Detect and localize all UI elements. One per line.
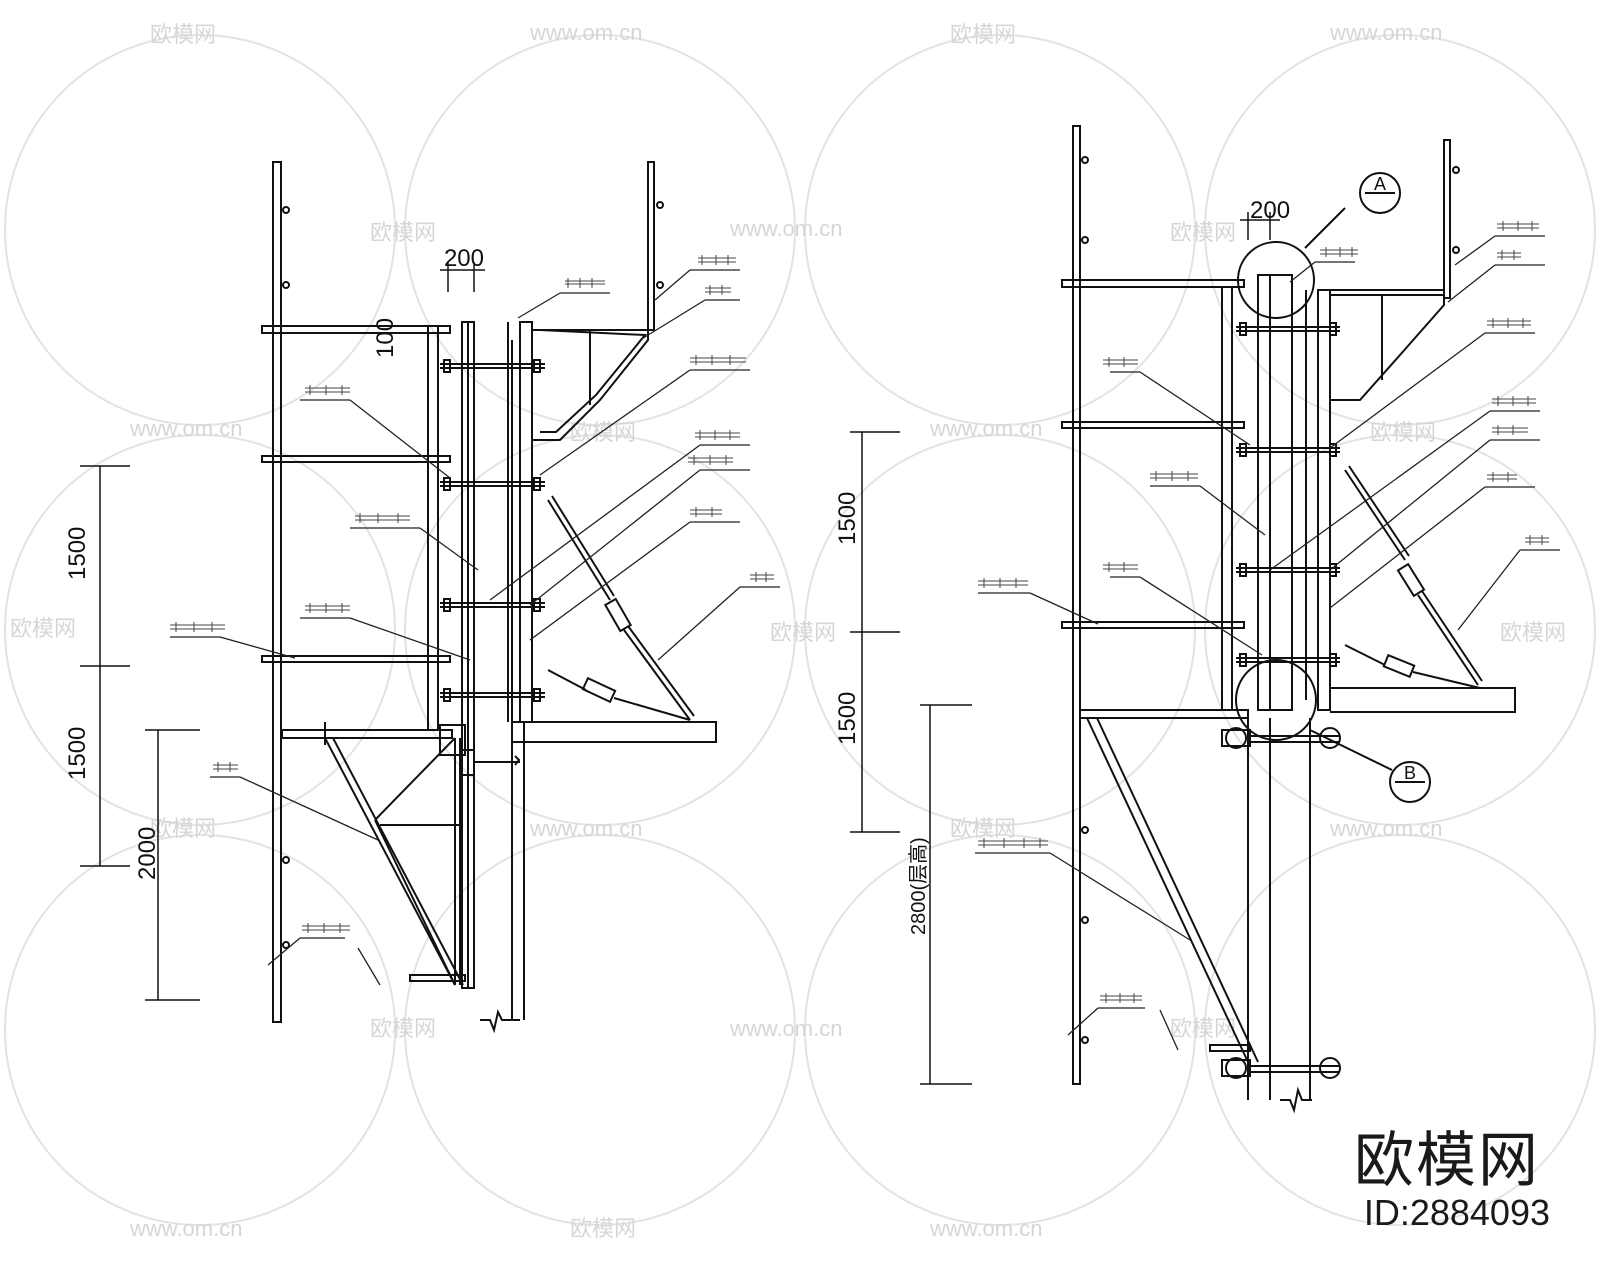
wm-logo-text: 欧模网 <box>570 420 636 445</box>
left-formwork <box>519 321 533 723</box>
dim-200-left: 200 <box>444 245 484 272</box>
wm-logo-text: 欧模网 <box>1170 1016 1236 1041</box>
wm-site-text: www.om.cn <box>529 816 642 841</box>
wm-logo-text: 欧模网 <box>1500 620 1566 645</box>
dim-2000-left: 2000 <box>134 827 161 880</box>
wm-logo-text: 欧模网 <box>150 22 216 47</box>
wm-site-text: www.om.cn <box>1329 20 1442 45</box>
left-dimension-labels: 200 100 1500 1500 2000 <box>64 245 484 880</box>
dim-1500-left-upper: 1500 <box>64 527 91 580</box>
right-formwork <box>1317 289 1331 711</box>
left-leader-text-marks <box>170 255 774 933</box>
callout-b-label: B <box>1404 763 1416 783</box>
wm-site-text: www.om.cn <box>729 1016 842 1041</box>
right-climbing-rail <box>1257 274 1271 711</box>
right-inner-post <box>1443 139 1451 299</box>
wm-logo-text: 欧模网 <box>570 1216 636 1241</box>
left-dimensions <box>80 262 485 1001</box>
left-truss <box>324 722 520 986</box>
wm-site-text: www.om.cn <box>929 1216 1042 1241</box>
dim-2800-right: 2800(层高) <box>907 837 930 935</box>
detail-circle-b <box>1235 659 1317 741</box>
dim-100-left: 100 <box>372 318 399 358</box>
detail-callout-labels: A B <box>1374 174 1416 783</box>
right-dimensions <box>850 212 1280 1085</box>
left-platform-1 <box>261 325 451 334</box>
left-bottom-platform <box>281 729 453 739</box>
wm-logo-text: 欧模网 <box>10 616 76 641</box>
wm-site-text: www.om.cn <box>1329 816 1442 841</box>
right-truss <box>1086 717 1259 1063</box>
dim-1500-right-lower: 1500 <box>834 692 861 745</box>
wm-logo-text: 欧模网 <box>370 220 436 245</box>
right-platform-2 <box>1061 421 1245 429</box>
right-anchor-bolts <box>1221 727 1341 1079</box>
right-dimension-labels: 200 1500 1500 2800(层高) <box>834 197 1290 935</box>
wm-site-text: www.om.cn <box>529 20 642 45</box>
watermark-id: ID:2884093 <box>1363 1192 1550 1233</box>
wm-logo-text: 欧模网 <box>770 620 836 645</box>
left-elevation <box>261 161 717 1034</box>
right-leader-text-marks <box>978 221 1549 1003</box>
wm-logo-text: 欧模网 <box>370 1016 436 1041</box>
wm-logo-text: 欧模网 <box>950 22 1016 47</box>
wm-site-text: www.om.cn <box>929 416 1042 441</box>
wm-logo-text: 欧模网 <box>1170 220 1236 245</box>
left-inner-post <box>647 161 655 331</box>
right-leaders <box>975 235 1560 1051</box>
detail-circle-a <box>1237 241 1315 319</box>
wm-logo-text: 欧模网 <box>950 816 1016 841</box>
left-tie-bolts <box>440 359 545 702</box>
wm-logo-text: 欧模网 <box>150 816 216 841</box>
left-outer-post <box>272 161 282 1023</box>
callout-a-label: A <box>1374 174 1386 194</box>
watermark-texts: 欧模网 www.om.cn 欧模网 www.om.cn 欧模网 www.om.c… <box>10 20 1566 1241</box>
dim-200-right: 200 <box>1250 197 1290 224</box>
dim-1500-left-lower: 1500 <box>64 727 91 780</box>
wm-site-text: www.om.cn <box>729 216 842 241</box>
left-leaders <box>170 269 780 986</box>
right-elevation <box>1061 125 1516 1114</box>
right-platform-3 <box>1061 621 1245 629</box>
right-platform-1 <box>1061 279 1245 288</box>
wm-logo-text: 欧模网 <box>1370 420 1436 445</box>
right-outer-post <box>1072 125 1081 1085</box>
wm-site-text: www.om.cn <box>129 1216 242 1241</box>
right-tie-bolts <box>1236 322 1340 667</box>
left-platform-3 <box>261 655 451 663</box>
dim-1500-right-upper: 1500 <box>834 492 861 545</box>
left-platform-2 <box>261 455 451 463</box>
watermark-pattern <box>4 34 1596 1226</box>
watermark-logo: 欧模网 <box>1354 1126 1540 1196</box>
wm-site-text: www.om.cn <box>129 416 242 441</box>
